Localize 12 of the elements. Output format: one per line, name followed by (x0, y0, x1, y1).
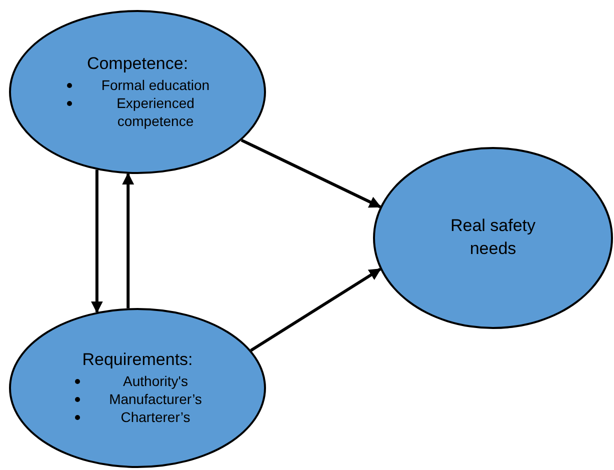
bullet-item: Charterer’s (73, 408, 202, 426)
bullet-item: Authority's (73, 372, 202, 390)
bullet-item: Experienced competence (64, 94, 210, 130)
arrow (240, 138, 382, 208)
node-heading: Competence: (86, 54, 188, 74)
arrow (122, 172, 134, 308)
node-label: Real safety needs (449, 215, 537, 260)
arrow (90, 170, 103, 314)
arrow (250, 268, 382, 352)
bullet-item: Manufacturer’s (73, 390, 202, 408)
bullet-item: Formal education (64, 76, 210, 94)
node-heading: Requirements: (82, 350, 193, 370)
